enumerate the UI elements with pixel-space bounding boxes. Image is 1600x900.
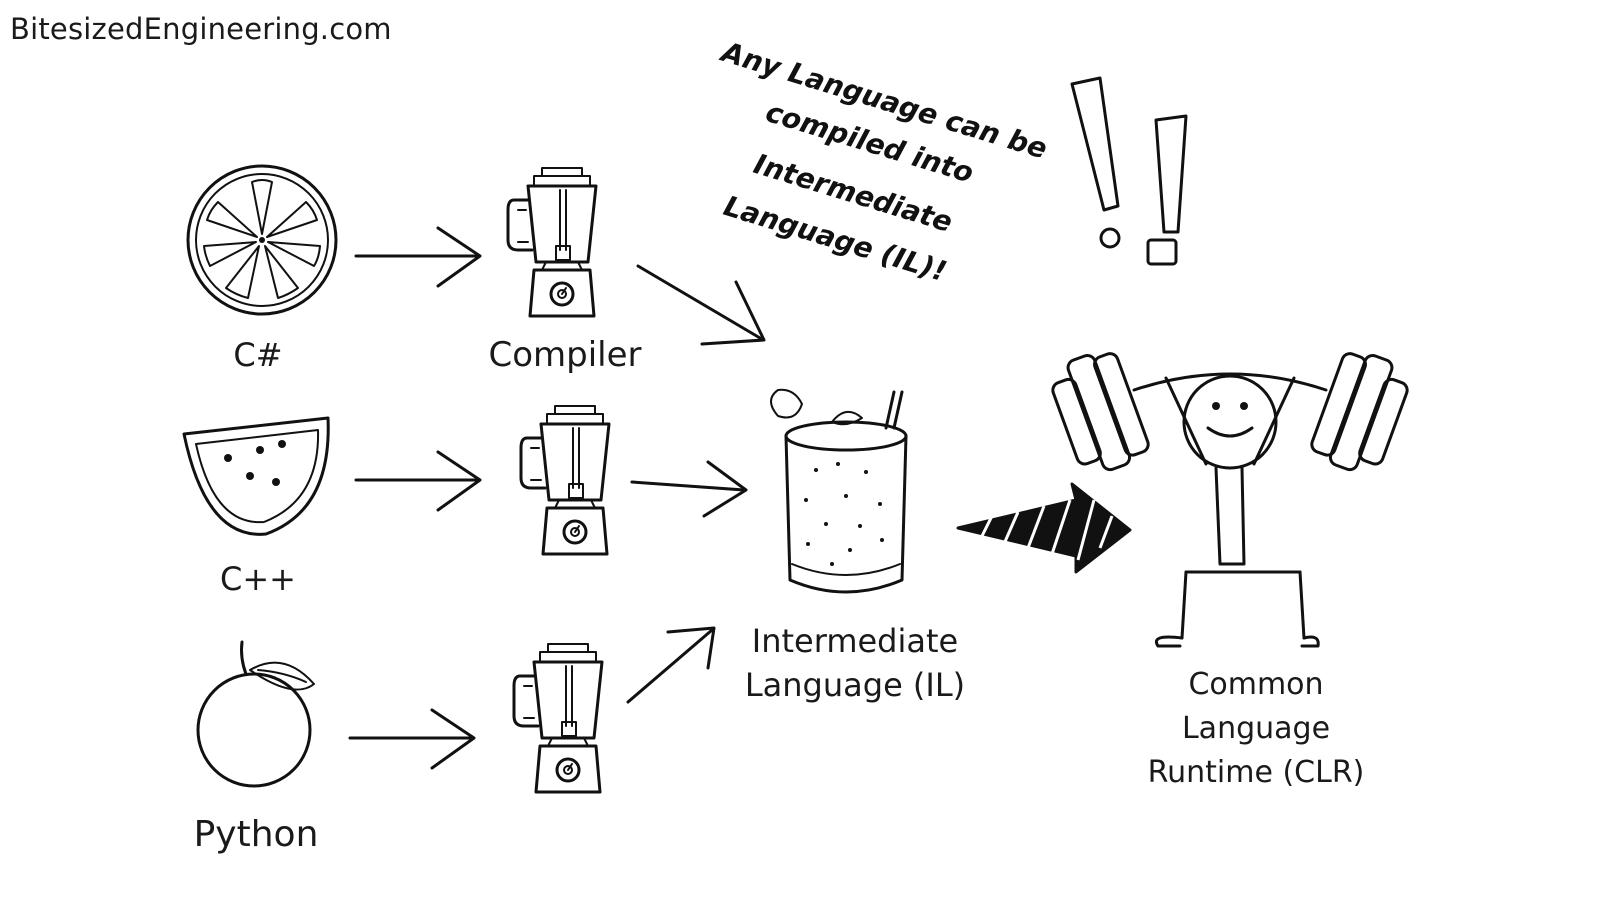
clr-label-line1: Common <box>1188 667 1323 702</box>
python-label: Python <box>194 814 319 855</box>
il-label-line2: Language (IL) <box>745 666 965 704</box>
csharp-label: C# <box>233 336 282 374</box>
orange-fruit-icon <box>196 640 315 788</box>
clr-label-line2: Language <box>1182 711 1330 746</box>
arrow-csharp-to-compiler <box>354 226 482 288</box>
orange-slice-icon <box>186 164 338 316</box>
blender-icon <box>512 642 604 794</box>
compiler-label: Compiler <box>488 335 641 375</box>
watermark: BitesizedEngineering.com <box>10 12 392 46</box>
arrow-compiler2-to-il <box>630 460 748 518</box>
blender-icon <box>519 404 611 556</box>
smoothie-cup-icon <box>770 388 908 594</box>
watermelon-slice-icon <box>182 416 330 536</box>
arrow-compiler3-to-il <box>626 626 716 704</box>
exclamation-icon <box>1070 76 1121 249</box>
weightlifter-icon <box>1051 352 1409 648</box>
blender-icon <box>506 166 598 318</box>
arrow-compiler1-to-il <box>636 264 766 346</box>
exclamation-icon <box>1146 114 1188 266</box>
arrow-il-to-clr <box>956 482 1132 574</box>
note-text: Any Language can be compiled into Interm… <box>716 35 1051 289</box>
il-label-line1: Intermediate <box>752 622 958 660</box>
arrow-cpp-to-compiler <box>354 450 482 512</box>
clr-label-line3: Runtime (CLR) <box>1148 755 1365 790</box>
arrow-python-to-compiler <box>348 708 476 770</box>
cpp-label: C++ <box>220 560 296 598</box>
